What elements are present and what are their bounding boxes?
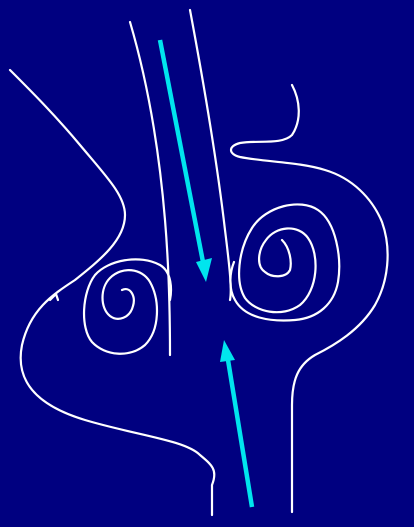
up-arrow-icon <box>220 340 252 507</box>
down-arrow-head <box>196 258 212 282</box>
right-outer-boundary <box>231 85 388 512</box>
left-outer-boundary <box>10 70 214 515</box>
up-arrow-shaft <box>228 360 252 507</box>
right-vortex-spiral <box>230 204 339 320</box>
right-channel-wall <box>190 10 231 300</box>
left-vortex-spiral <box>84 259 171 353</box>
up-arrow-head <box>220 340 235 362</box>
